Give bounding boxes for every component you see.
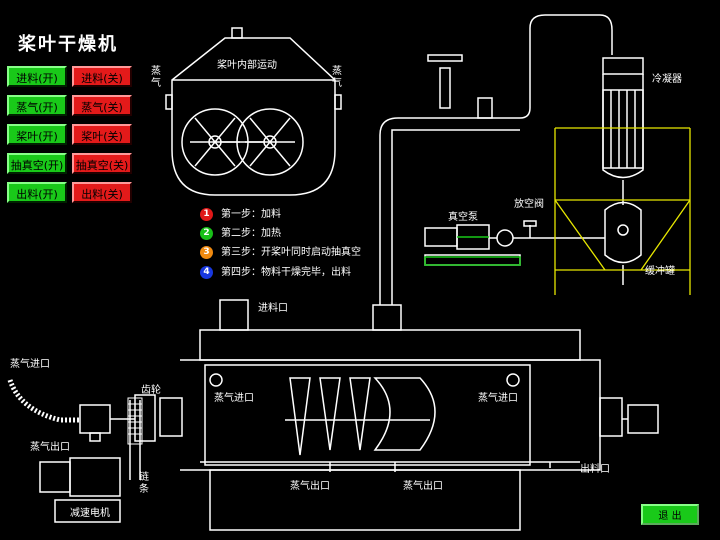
step-1-text: 第一步：加料 bbox=[221, 209, 281, 220]
paddle-on-button[interactable]: 桨叶(开) bbox=[7, 124, 67, 145]
step-3-text: 第三步：开桨叶同时启动抽真空 bbox=[221, 247, 361, 258]
paddle-off-button[interactable]: 桨叶(关) bbox=[72, 124, 132, 145]
steam-right-label: 蒸气 bbox=[332, 66, 342, 89]
steam-outlet-left-label: 蒸气出口 bbox=[30, 442, 70, 453]
steam-left-label: 蒸气 bbox=[151, 66, 161, 89]
step-3: 3 第三步：开桨叶同时启动抽真空 bbox=[200, 243, 361, 259]
step-2-text: 第二步：加热 bbox=[221, 228, 281, 239]
step-1: 1 第一步：加料 bbox=[200, 205, 281, 221]
feed-on-button[interactable]: 进料(开) bbox=[7, 66, 67, 87]
buffer-tank-label: 缓冲罐 bbox=[645, 266, 675, 277]
step-4: 4 第四步：物料干燥完毕，出料 bbox=[200, 263, 351, 279]
buffer-tank bbox=[604, 201, 642, 285]
steam-hose bbox=[7, 379, 80, 423]
vacuum-on-button[interactable]: 抽真空(开) bbox=[7, 153, 67, 174]
dryer-trough bbox=[180, 299, 601, 531]
steam-off-button[interactable]: 蒸气(关) bbox=[72, 95, 132, 116]
step-4-badge: 4 bbox=[200, 265, 213, 279]
vacuum-off-button[interactable]: 抽真空(关) bbox=[72, 153, 132, 174]
green-accents bbox=[424, 236, 521, 266]
step-2-badge: 2 bbox=[200, 226, 213, 240]
step-2: 2 第二步：加热 bbox=[200, 224, 281, 240]
exit-button[interactable]: 退 出 bbox=[641, 504, 699, 525]
condenser bbox=[602, 57, 644, 205]
reducer-motor bbox=[39, 400, 141, 523]
step-3-badge: 3 bbox=[200, 245, 213, 259]
vacuum-pump bbox=[424, 220, 605, 266]
discharge-on-button[interactable]: 出料(开) bbox=[7, 182, 67, 203]
shaft-left bbox=[79, 394, 183, 442]
discharge-label: 出料口 bbox=[580, 464, 610, 475]
step-1-badge: 1 bbox=[200, 207, 213, 221]
steam-inlet-left-label: 蒸气进口 bbox=[10, 359, 50, 370]
chain-label: 链条 bbox=[139, 472, 149, 495]
steam-outlet-bottom-2-label: 蒸气出口 bbox=[403, 481, 443, 492]
vent-valve-label: 放空阀 bbox=[514, 199, 544, 210]
feed-off-button[interactable]: 进料(关) bbox=[72, 66, 132, 87]
vapor-pipe bbox=[379, 14, 613, 305]
gear-label: 齿轮 bbox=[141, 385, 161, 396]
support-frame bbox=[554, 127, 691, 295]
steam-on-button[interactable]: 蒸气(开) bbox=[7, 95, 67, 116]
discharge-off-button[interactable]: 出料(关) bbox=[72, 182, 132, 203]
reducer-motor-label: 减速电机 bbox=[70, 508, 110, 519]
shaft-right bbox=[599, 397, 659, 437]
paddle-motion-label: 桨叶内部运动 bbox=[217, 60, 277, 71]
condenser-label: 冷凝器 bbox=[652, 74, 682, 85]
steam-inlet-inner-left-label: 蒸气进口 bbox=[214, 393, 254, 404]
paddle-vessel-inset bbox=[165, 27, 342, 196]
gear bbox=[127, 397, 143, 445]
step-4-text: 第四步：物料干燥完毕，出料 bbox=[221, 267, 351, 278]
steam-outlet-bottom-1-label: 蒸气出口 bbox=[290, 481, 330, 492]
vacuum-pump-label: 真空泵 bbox=[448, 212, 478, 223]
page-title: 桨叶干燥机 bbox=[18, 34, 118, 55]
feed-inlet-label: 进料口 bbox=[258, 303, 288, 314]
steam-inlet-inner-right-label: 蒸气进口 bbox=[478, 393, 518, 404]
